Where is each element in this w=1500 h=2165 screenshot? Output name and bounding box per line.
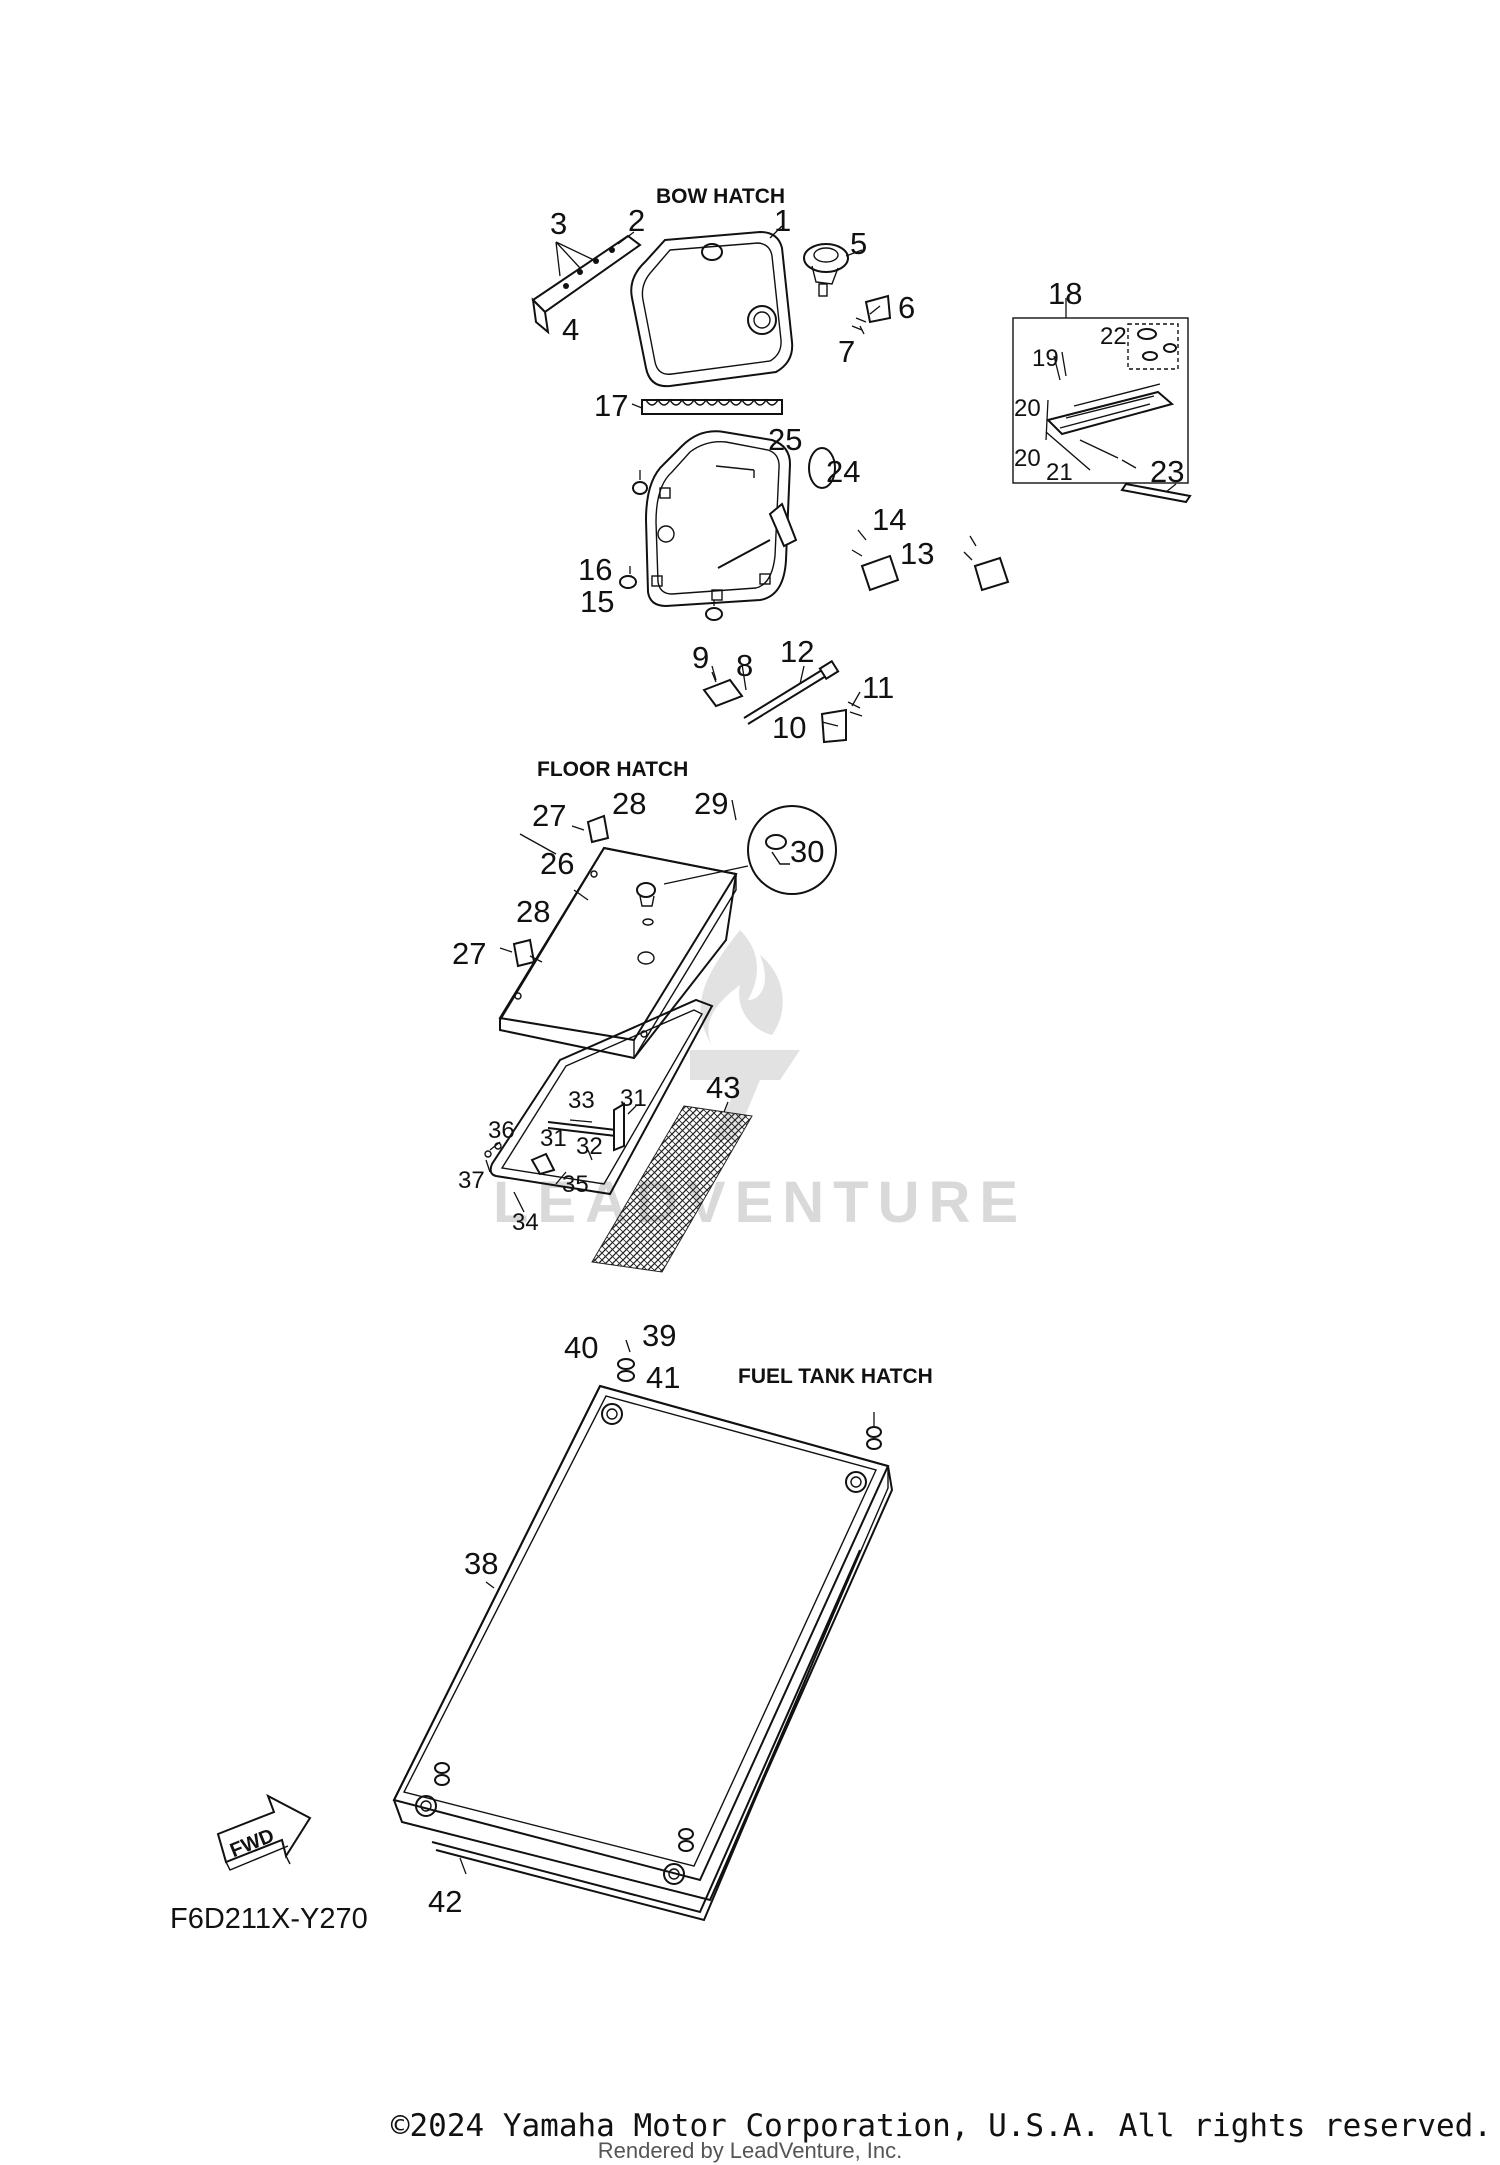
flame-logo-icon — [690, 930, 800, 1140]
callout-25: 25 — [768, 422, 802, 457]
bow-hatch-inner-frame — [644, 430, 798, 608]
callout-16: 16 — [578, 552, 612, 587]
callout-3: 3 — [550, 206, 567, 241]
diagram-code: F6D211X-Y270 — [170, 1903, 368, 1935]
callout-15: 15 — [580, 584, 614, 619]
detail-magnifier — [663, 799, 837, 895]
callout-1: 1 — [774, 203, 791, 238]
floor-hatch-frame — [484, 998, 714, 1196]
o-ring — [808, 447, 836, 489]
callout-12: 12 — [780, 634, 814, 669]
copyright-notice: ©2024 Yamaha Motor Corporation, U.S.A. A… — [390, 2108, 1492, 2144]
callout-20b: 20 — [1014, 445, 1041, 472]
floor-mat — [591, 1105, 753, 1273]
callout-34: 34 — [512, 1209, 539, 1236]
bumpers — [619, 470, 723, 621]
callout-29: 29 — [694, 786, 728, 821]
hatch-latch — [851, 294, 892, 331]
callout-28a: 28 — [612, 786, 646, 821]
callout-17: 17 — [594, 388, 628, 423]
callout-23: 23 — [1150, 454, 1184, 489]
floor-hatch-title: FLOOR HATCH — [537, 758, 688, 781]
callout-10: 10 — [772, 710, 806, 745]
floor-hinges — [499, 814, 610, 968]
callout-42: 42 — [428, 1884, 462, 1919]
drain-cap — [803, 243, 849, 297]
fuel-tank-hatch-title: FUEL TANK HATCH — [738, 1365, 933, 1388]
callout-11: 11 — [862, 670, 894, 705]
callout-13: 13 — [900, 536, 934, 571]
callout-2: 2 — [628, 203, 645, 238]
callout-9: 9 — [692, 640, 709, 675]
hatch-fasteners — [434, 1339, 882, 1852]
fuel-tank-hatch-lid — [392, 1384, 894, 1902]
callout-8: 8 — [736, 648, 753, 683]
bow-hatch-title: BOW HATCH — [656, 185, 785, 208]
callout-19: 19 — [1032, 345, 1059, 372]
gasket-strip — [641, 398, 783, 415]
callout-40: 40 — [564, 1330, 598, 1365]
callout-30: 30 — [790, 834, 824, 869]
callout-28b: 28 — [516, 894, 550, 929]
callout-22: 22 — [1100, 323, 1127, 350]
callout-20a: 20 — [1014, 395, 1041, 422]
callout-14: 14 — [872, 502, 906, 537]
callout-41: 41 — [646, 1360, 680, 1395]
rendered-by-note: Rendered by LeadVenture, Inc. — [597, 2138, 903, 2163]
callout-4: 4 — [562, 312, 579, 347]
callout-43: 43 — [706, 1070, 740, 1105]
fuel-hatch-gasket — [431, 1549, 861, 1922]
callout-6: 6 — [898, 290, 915, 325]
callout-32: 32 — [576, 1133, 603, 1160]
callout-31a: 31 — [620, 1085, 647, 1112]
cooler-kit — [1012, 317, 1192, 504]
callout-numbers: 1 2 3 4 5 6 7 8 9 10 11 12 13 14 15 16 1… — [428, 203, 1184, 1919]
callout-21: 21 — [1046, 459, 1073, 486]
callout-31b: 31 — [540, 1125, 567, 1152]
floor-hatch-lid — [498, 846, 738, 1060]
callout-27b: 27 — [452, 936, 486, 971]
hinge-plate — [531, 234, 642, 335]
callout-39: 39 — [642, 1318, 676, 1353]
callout-7: 7 — [838, 334, 855, 369]
callout-24: 24 — [826, 454, 860, 489]
callout-26: 26 — [540, 846, 574, 881]
forward-arrow-icon: FWD — [216, 1793, 312, 1871]
bow-hatch-lid — [630, 230, 794, 388]
callout-38: 38 — [464, 1546, 498, 1581]
callout-33: 33 — [568, 1087, 595, 1114]
callout-27a: 27 — [532, 798, 566, 833]
callout-18: 18 — [1048, 276, 1082, 311]
callout-leaders — [459, 225, 1177, 1875]
callout-5: 5 — [850, 226, 867, 261]
gas-strut — [702, 659, 863, 744]
callout-37: 37 — [458, 1167, 485, 1194]
hinge-brackets — [851, 529, 1010, 592]
callout-36: 36 — [488, 1117, 515, 1144]
callout-35: 35 — [562, 1171, 589, 1198]
